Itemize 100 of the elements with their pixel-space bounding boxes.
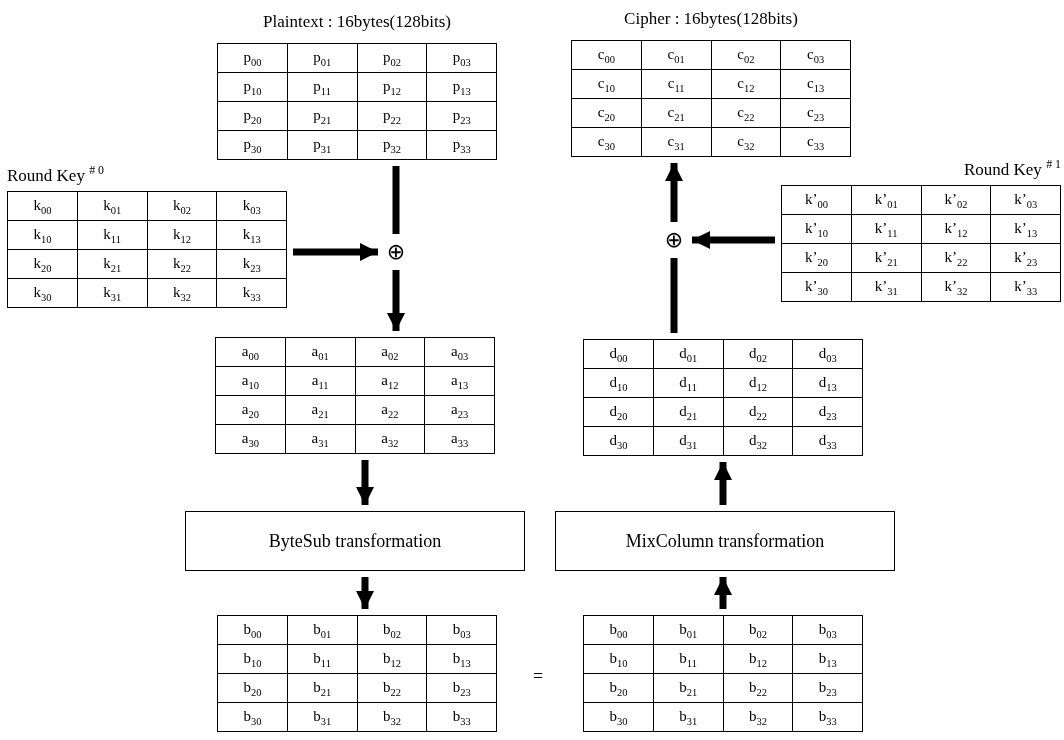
matrix-title: Cipher : 16bytes(128bits) bbox=[623, 8, 799, 30]
matrix-cell: b$_{23}$ bbox=[792, 673, 863, 703]
matrix-cell: b$_{11}$ bbox=[287, 644, 357, 674]
matrix-cell: b$_{13}$ bbox=[426, 644, 497, 674]
matrix-cell: c$_{01}$ bbox=[641, 40, 711, 70]
matrix-cell: c$_{10}$ bbox=[571, 69, 642, 99]
matrix-cell: p$_{13}$ bbox=[426, 72, 497, 102]
matrix-cell: k$_{10}$ bbox=[7, 220, 78, 250]
matrix-cell: a$_{10}$ bbox=[215, 366, 286, 396]
matrix-cell: k’$_{02}$ bbox=[921, 185, 991, 215]
matrix-cell: a$_{01}$ bbox=[285, 337, 355, 367]
matrix-cell: a$_{00}$ bbox=[215, 337, 286, 367]
matrix-cell: a$_{11}$ bbox=[285, 366, 355, 396]
matrix-cell: k’$_{01}$ bbox=[851, 185, 921, 215]
matrix-cell: d$_{12}$ bbox=[723, 368, 793, 398]
matrix-cell: d$_{02}$ bbox=[723, 339, 793, 369]
matrix-cell: a$_{21}$ bbox=[285, 395, 355, 425]
matrix-cell: p$_{30}$ bbox=[217, 130, 288, 160]
matrix-cell: b$_{22}$ bbox=[723, 673, 793, 703]
matrix-cell: a$_{03}$ bbox=[424, 337, 495, 367]
matrix-cell: k’$_{30}$ bbox=[781, 272, 852, 302]
matrix-cell: p$_{01}$ bbox=[287, 43, 357, 73]
matrix-cell: b$_{22}$ bbox=[357, 673, 427, 703]
matrix-cell: b$_{03}$ bbox=[426, 615, 497, 645]
matrix-cell: k$_{21}$ bbox=[77, 249, 147, 279]
matrix-title: Round Key $^{# 1}$ bbox=[962, 156, 1061, 181]
matrix-cell: d$_{03}$ bbox=[792, 339, 863, 369]
matrix-cell: k’$_{12}$ bbox=[921, 214, 991, 244]
matrix-cell: a$_{12}$ bbox=[355, 366, 425, 396]
process-box: MixColumn transformation bbox=[555, 511, 895, 571]
matrix-cell: p$_{12}$ bbox=[357, 72, 427, 102]
matrix-cell: k’$_{23}$ bbox=[990, 243, 1061, 273]
matrix-cell: k’$_{00}$ bbox=[781, 185, 852, 215]
matrix-cell: k’$_{22}$ bbox=[921, 243, 991, 273]
matrix-cell: k$_{02}$ bbox=[147, 191, 217, 221]
matrix-cell: a$_{31}$ bbox=[285, 424, 355, 454]
matrix-cell: k$_{20}$ bbox=[7, 249, 78, 279]
matrix-cell: p$_{02}$ bbox=[357, 43, 427, 73]
matrix-cell: b$_{01}$ bbox=[653, 615, 723, 645]
matrix-cell: b$_{20}$ bbox=[217, 673, 288, 703]
matrix-cell: b$_{20}$ bbox=[583, 673, 654, 703]
matrix-cell: b$_{13}$ bbox=[792, 644, 863, 674]
matrix-cell: c$_{00}$ bbox=[571, 40, 642, 70]
matrix-cell: b$_{03}$ bbox=[792, 615, 863, 645]
matrix-cell: d$_{00}$ bbox=[583, 339, 654, 369]
matrix-cell: p$_{23}$ bbox=[426, 101, 497, 131]
matrix-cell: d$_{21}$ bbox=[653, 397, 723, 427]
matrix-cell: p$_{00}$ bbox=[217, 43, 288, 73]
matrix-cell: a$_{02}$ bbox=[355, 337, 425, 367]
matrix-cell: k’$_{10}$ bbox=[781, 214, 852, 244]
xor-symbol: ⊕ bbox=[662, 228, 686, 252]
matrix-cell: k’$_{13}$ bbox=[990, 214, 1061, 244]
matrix-cell: b$_{11}$ bbox=[653, 644, 723, 674]
matrix-cell: b$_{30}$ bbox=[217, 702, 288, 732]
matrix-cell: p$_{20}$ bbox=[217, 101, 288, 131]
matrix-cell: b$_{21}$ bbox=[287, 673, 357, 703]
matrix-cell: k’$_{21}$ bbox=[851, 243, 921, 273]
matrix-cell: k’$_{11}$ bbox=[851, 214, 921, 244]
matrix-cell: c$_{12}$ bbox=[711, 69, 781, 99]
matrix-cell: b$_{00}$ bbox=[217, 615, 288, 645]
matrix-cell: b$_{31}$ bbox=[653, 702, 723, 732]
matrix-cell: k$_{22}$ bbox=[147, 249, 217, 279]
matrix-cell: c$_{30}$ bbox=[571, 127, 642, 157]
matrix-cell: c$_{32}$ bbox=[711, 127, 781, 157]
matrix-cell: d$_{22}$ bbox=[723, 397, 793, 427]
matrix-cell: p$_{21}$ bbox=[287, 101, 357, 131]
matrix-cell: k$_{11}$ bbox=[77, 220, 147, 250]
matrix-cell: b$_{23}$ bbox=[426, 673, 497, 703]
matrix-cell: d$_{11}$ bbox=[653, 368, 723, 398]
matrix-cell: c$_{31}$ bbox=[641, 127, 711, 157]
matrix-cell: a$_{23}$ bbox=[424, 395, 495, 425]
matrix-cell: k$_{00}$ bbox=[7, 191, 78, 221]
matrix-cell: c$_{23}$ bbox=[780, 98, 851, 128]
matrix-cell: a$_{20}$ bbox=[215, 395, 286, 425]
matrix-cell: k’$_{31}$ bbox=[851, 272, 921, 302]
matrix-cell: k$_{01}$ bbox=[77, 191, 147, 221]
matrix-cell: c$_{20}$ bbox=[571, 98, 642, 128]
matrix-cell: a$_{32}$ bbox=[355, 424, 425, 454]
matrix-cell: d$_{01}$ bbox=[653, 339, 723, 369]
matrix-cell: p$_{31}$ bbox=[287, 130, 357, 160]
matrix-cell: b$_{12}$ bbox=[357, 644, 427, 674]
matrix-cell: b$_{02}$ bbox=[357, 615, 427, 645]
matrix-cell: d$_{10}$ bbox=[583, 368, 654, 398]
matrix-cell: k’$_{32}$ bbox=[921, 272, 991, 302]
matrix-cell: p$_{03}$ bbox=[426, 43, 497, 73]
matrix-cell: d$_{13}$ bbox=[792, 368, 863, 398]
matrix-cell: b$_{10}$ bbox=[217, 644, 288, 674]
matrix-cell: p$_{22}$ bbox=[357, 101, 427, 131]
matrix-cell: b$_{30}$ bbox=[583, 702, 654, 732]
matrix-cell: k’$_{20}$ bbox=[781, 243, 852, 273]
matrix-cell: k$_{12}$ bbox=[147, 220, 217, 250]
matrix-cell: a$_{33}$ bbox=[424, 424, 495, 454]
matrix-cell: k$_{23}$ bbox=[216, 249, 287, 279]
matrix-cell: k$_{31}$ bbox=[77, 278, 147, 308]
matrix-cell: k’$_{33}$ bbox=[990, 272, 1061, 302]
matrix-cell: d$_{31}$ bbox=[653, 426, 723, 456]
matrix-cell: k$_{30}$ bbox=[7, 278, 78, 308]
matrix-cell: c$_{11}$ bbox=[641, 69, 711, 99]
matrix-cell: b$_{00}$ bbox=[583, 615, 654, 645]
matrix-cell: a$_{13}$ bbox=[424, 366, 495, 396]
